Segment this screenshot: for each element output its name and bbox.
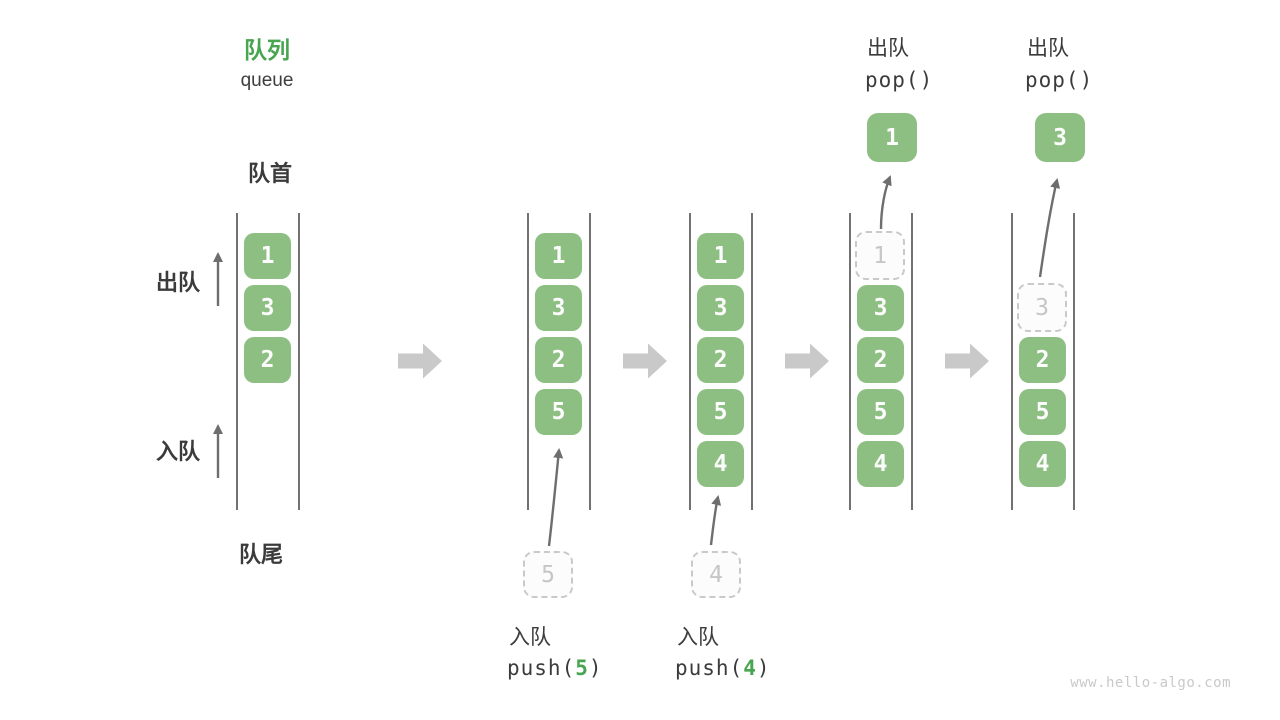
queue-item: 5 (697, 389, 744, 435)
enqueue-op-label: 入队 (509, 626, 551, 649)
enqueue-op-label: 入队 (677, 626, 719, 649)
diagram-title-en: queue (240, 70, 294, 91)
code-prefix: push( (507, 656, 576, 680)
queue-item: 2 (535, 337, 582, 383)
dequeue-op-code: pop() (1025, 68, 1094, 92)
enqueue-side-label: 入队 (155, 439, 201, 464)
popped-item: 3 (1035, 113, 1085, 162)
code-prefix: push( (675, 656, 744, 680)
dequeue-op-code: pop() (865, 68, 934, 92)
site-watermark: www.hello-algo.com (1070, 675, 1231, 691)
enqueue-op-code: push(4) (675, 656, 771, 680)
step-arrow-icon (398, 343, 442, 379)
code-arg: 5 (575, 656, 589, 680)
queue-item: 4 (697, 441, 744, 487)
diagram-title-zh: 队列 (244, 37, 290, 63)
queue-item: 1 (535, 233, 582, 279)
queue-item: 3 (535, 285, 582, 331)
dequeue-op-label: 出队 (1027, 37, 1069, 60)
popped-item: 1 (867, 113, 917, 162)
queue-item: 2 (857, 337, 904, 383)
queue-item: 5 (535, 389, 582, 435)
queue-item: 3 (857, 285, 904, 331)
enqueue-op-code: push(5) (507, 656, 603, 680)
queue-item: 2 (697, 337, 744, 383)
flow-arrows (213, 175, 1061, 547)
queue-front-label: 队首 (247, 161, 293, 186)
queue-channel-lines (236, 213, 1075, 510)
queue-item: 3 (244, 285, 291, 331)
enqueue-transfer-arrow-icon (709, 495, 722, 546)
queue-item: 4 (857, 441, 904, 487)
queue-item: 1 (244, 233, 291, 279)
enqueue-transfer-arrow-icon (547, 448, 564, 547)
incoming-item-ghost: 5 (523, 551, 573, 598)
removed-item-ghost: 3 (1017, 283, 1067, 332)
queue-item: 1 (697, 233, 744, 279)
step-arrow-icon (785, 343, 829, 379)
queue-item: 5 (1019, 389, 1066, 435)
dequeue-transfer-arrow-icon (879, 175, 892, 230)
incoming-item-ghost: 4 (691, 551, 741, 598)
queue-item: 3 (697, 285, 744, 331)
removed-item-ghost: 1 (855, 231, 905, 280)
queue-item: 5 (857, 389, 904, 435)
queue-rear-label: 队尾 (238, 542, 284, 567)
dequeue-op-label: 出队 (867, 37, 909, 60)
code-suffix: ) (588, 656, 603, 680)
queue-item: 2 (244, 337, 291, 383)
step-arrow-icon (623, 343, 667, 379)
step-arrows (398, 343, 989, 379)
dequeue-side-label: 出队 (155, 270, 201, 295)
queue-item: 4 (1019, 441, 1066, 487)
queue-item: 2 (1019, 337, 1066, 383)
step-arrow-icon (945, 343, 989, 379)
code-arg: 4 (743, 656, 757, 680)
code-suffix: ) (756, 656, 771, 680)
dequeue-transfer-arrow-icon (1038, 178, 1061, 278)
